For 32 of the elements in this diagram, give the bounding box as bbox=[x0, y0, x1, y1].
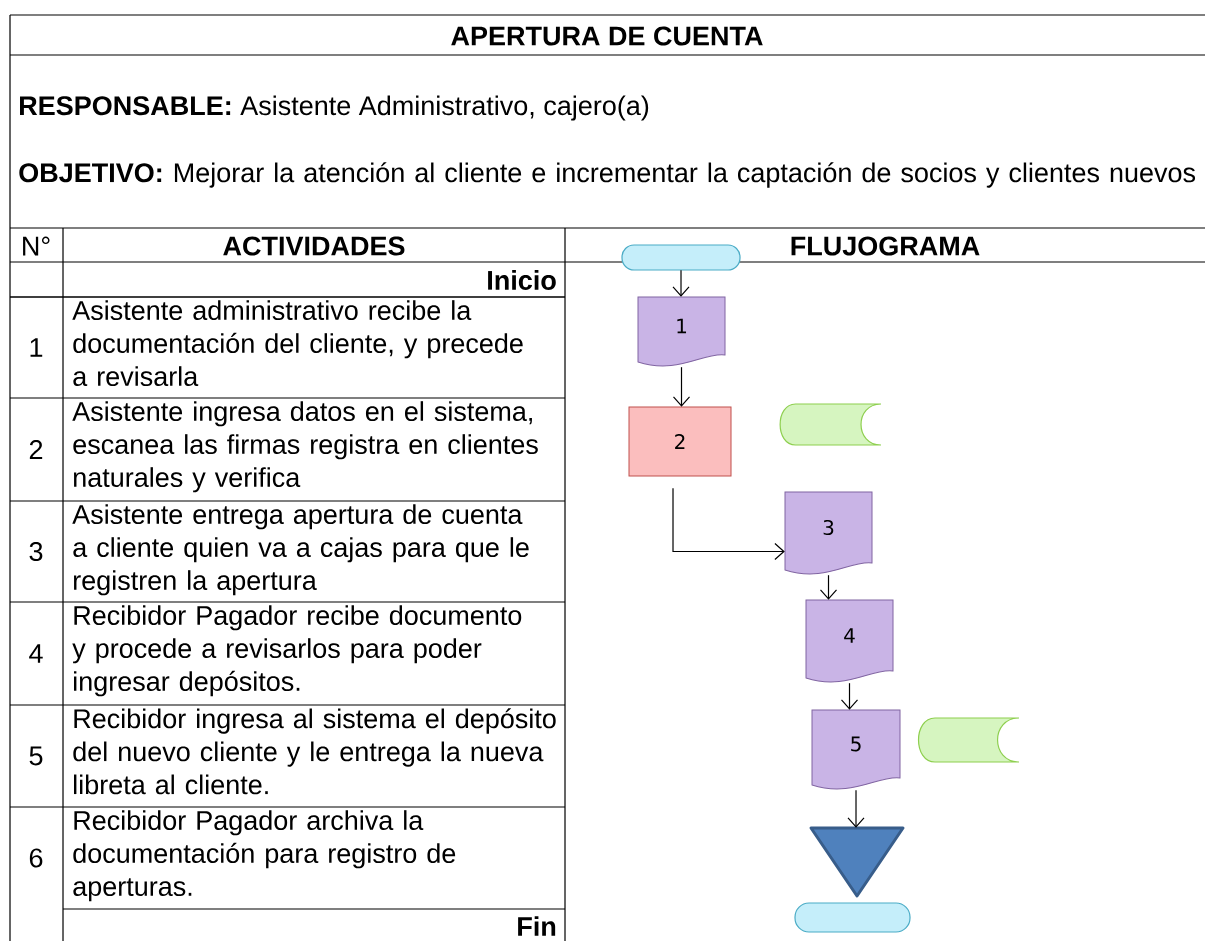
row-number: 6 bbox=[29, 848, 43, 868]
activity-text: Asistente ingresa datos en el sistema, escanea las firmas registra en clientes naturales y verifica bbox=[72, 401, 538, 493]
row-number: 3 bbox=[29, 541, 43, 562]
column-header: ACTIVIDADES bbox=[223, 236, 405, 256]
start-label: Inicio bbox=[488, 270, 556, 290]
activity-text: Recibidor Pagador recibe documento y procede a revisarlos para poder ingresar depósitos. bbox=[72, 605, 522, 697]
terminator-shape bbox=[621, 244, 741, 271]
activity-text: Asistente entrega apertura de cuenta a cliente quien va a cajas para que le registren la apertura bbox=[72, 504, 529, 596]
activity-text: Recibidor Pagador archiva la documentación para registro de aperturas. bbox=[73, 810, 456, 902]
row-number: 1 bbox=[30, 338, 43, 357]
arrow bbox=[672, 366, 691, 407]
merge-triangle bbox=[809, 826, 905, 898]
row-number: 4 bbox=[29, 644, 43, 663]
responsible-line: RESPONSABLE: Asistente Administrativo, cajero(a) bbox=[20, 95, 649, 121]
activity-text: Asistente administrativo recibe la documentación del cliente, y precede a revisarla bbox=[72, 300, 523, 387]
activity-text: Recibidor ingresa al sistema el depósito del nuevo cliente y le entrega la nueva libreta al cliente. bbox=[73, 708, 556, 795]
terminator-shape bbox=[794, 902, 911, 933]
stored-data-shape bbox=[917, 717, 1020, 763]
arrow bbox=[672, 269, 690, 297]
column-header: N° bbox=[23, 236, 50, 256]
column-header: FLUJOGRAMA bbox=[791, 236, 980, 256]
end-label: Fin bbox=[518, 916, 556, 936]
row-number: 2 bbox=[29, 440, 43, 459]
arrow bbox=[840, 682, 859, 710]
arrow bbox=[819, 574, 838, 600]
stored-data-shape bbox=[779, 403, 882, 446]
arrow bbox=[672, 487, 785, 561]
process-box: 2 bbox=[628, 406, 732, 477]
objective-line: OBJETIVO: Mejorar la atención al cliente e incrementar la captación de socios y clientes nuevos bbox=[19, 162, 1196, 188]
row-number: 5 bbox=[29, 746, 43, 766]
arrow bbox=[847, 789, 865, 828]
title: APERTURA DE CUENTA bbox=[451, 26, 763, 46]
